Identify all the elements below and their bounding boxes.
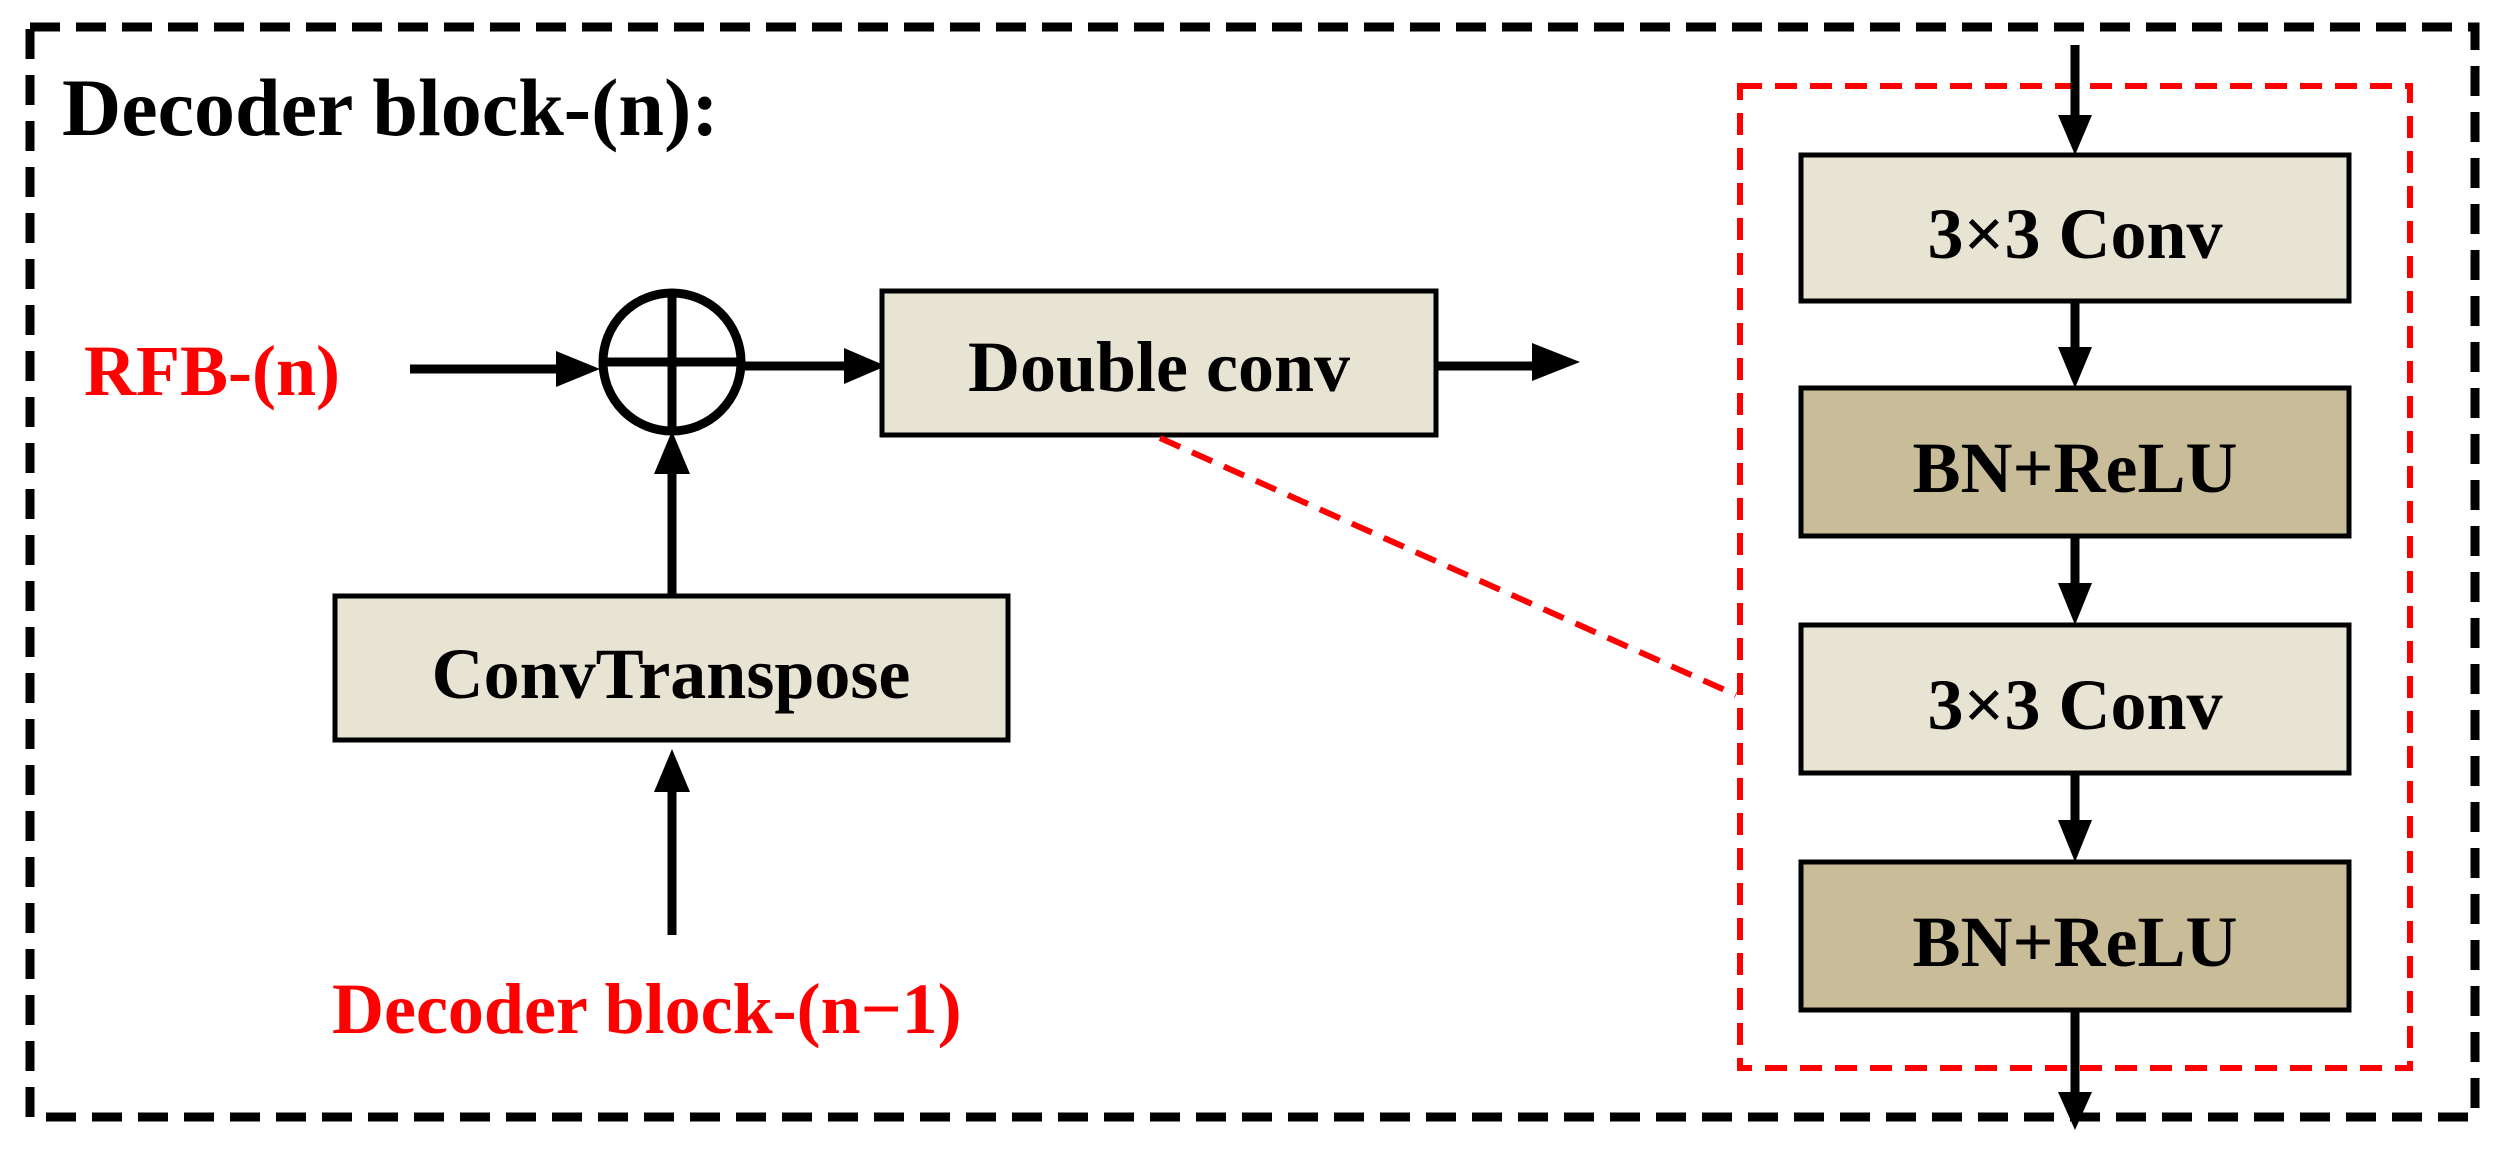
detail-step-bn-relu-2: BN+ReLU [1798,859,2352,1013]
arrowhead-detail-input [2058,115,2092,155]
diagram-title: Decoder block-(n): [62,62,719,153]
detail-step-label: BN+ReLU [1912,902,2237,982]
outer-dashed-border [25,22,2480,1122]
detail-step-label: 3×3 Conv [1927,194,2222,274]
previous-decoder-label: Decoder block-(n−1) [332,969,962,1049]
zoom-connector-dashed-line [1158,435,1738,698]
detail-step-conv-2: 3×3 Conv [1798,622,2352,776]
arrowhead-rfb-to-sum [556,351,600,387]
double-conv-block: Double conv [879,288,1439,438]
sum-operator-icon [598,288,746,436]
arrowhead-detail-3-to-4 [2058,820,2092,862]
detail-step-bn-relu-1: BN+ReLU [1798,385,2352,539]
arrowhead-detail-1-to-2 [2058,347,2092,388]
conv-transpose-label: ConvTranspose [432,634,911,714]
arrowhead-conv-transpose-to-sum [654,431,690,474]
detail-step-label: 3×3 Conv [1927,665,2222,745]
double-conv-label: Double conv [968,327,1350,407]
detail-step-conv-1: 3×3 Conv [1798,152,2352,304]
detail-step-label: BN+ReLU [1912,428,2237,508]
arrowhead-detail-2-to-3 [2058,583,2092,625]
rfb-input-label: RFB-(n) [84,331,340,411]
arrowhead-double-conv-output [1532,343,1580,381]
arrowhead-detail-output [2058,1092,2092,1130]
conv-transpose-block: ConvTranspose [332,593,1011,743]
arrowhead-sum-to-double-conv [844,348,886,384]
arrowhead-prev-decoder-to-conv-transpose [654,749,690,792]
